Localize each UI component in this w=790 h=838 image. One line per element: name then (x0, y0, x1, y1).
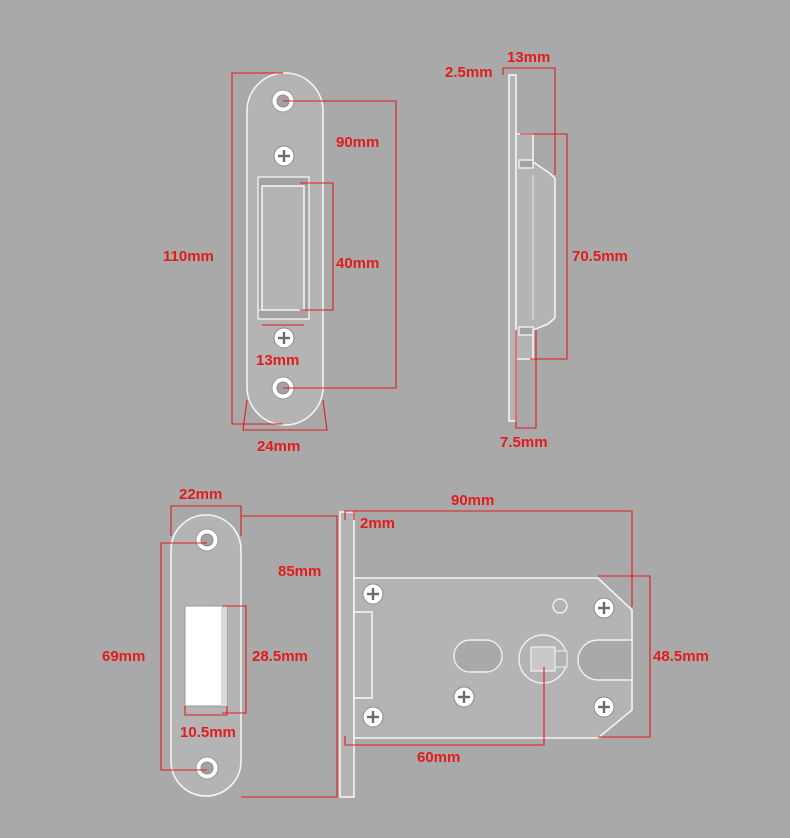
faceplate-front-dimensions (160, 505, 247, 771)
spindle-square (530, 646, 556, 672)
handle-slot (577, 639, 633, 681)
screw-icon (362, 583, 384, 605)
dim-line-22mm (170, 505, 242, 536)
dim-line-70.5mm (520, 133, 568, 360)
dim-line-60mm (344, 667, 545, 746)
dim-line-24mm (242, 399, 328, 431)
screw-icon (273, 327, 295, 349)
latch-bolt-side (353, 611, 373, 699)
dim-line-69mm (160, 542, 207, 771)
label-48.5mm: 48.5mm (653, 648, 709, 665)
strike-plate-side (508, 74, 556, 422)
latch-opening (184, 605, 228, 707)
label-10.5mm: 10.5mm (180, 724, 236, 741)
dim-line-10.5mm (184, 706, 228, 716)
strike-plate-side-plate (508, 74, 517, 422)
dim-line-90mm (283, 100, 397, 389)
label-85mm: 85mm (278, 563, 321, 580)
dim-line-48.5mm (598, 575, 651, 738)
screw-icon (273, 145, 295, 167)
label-90mm-depth: 90mm (451, 492, 494, 509)
label-69mm: 69mm (102, 648, 145, 665)
label-90mm: 90mm (336, 134, 379, 151)
lock-body-side-dimensions (241, 510, 651, 798)
screw-icon (593, 696, 615, 718)
mounting-hole-top-icon (195, 528, 219, 552)
strike-plate-side-dimensions (502, 67, 568, 429)
faceplate-front (170, 514, 242, 797)
label-2.5mm: 2.5mm (445, 64, 493, 81)
lock-faceplate-side (339, 511, 355, 798)
label-40mm: 40mm (336, 255, 379, 272)
strike-plate-opening (261, 185, 305, 311)
strike-plate-side-tab (518, 159, 534, 169)
lock-body-side (339, 511, 633, 798)
dim-line-85mm (241, 515, 338, 798)
pin-hole (552, 598, 568, 614)
cylinder-slot (453, 639, 503, 673)
dim-line-40mm (300, 182, 334, 311)
dim-line-28.5mm (222, 605, 247, 714)
strike-plate-front-dimensions (231, 72, 397, 431)
screw-icon (593, 597, 615, 619)
strike-plate-front (246, 72, 324, 426)
label-22mm: 22mm (179, 486, 222, 503)
label-7.5mm: 7.5mm (500, 434, 548, 451)
dim-line-110mm (231, 72, 283, 425)
label-24mm: 24mm (257, 438, 300, 455)
label-60mm: 60mm (417, 749, 460, 766)
screw-icon (362, 706, 384, 728)
label-70.5mm: 70.5mm (572, 248, 628, 265)
mounting-hole-bottom-icon (195, 756, 219, 780)
dim-line-13mm-depth (509, 67, 556, 175)
label-13mm-depth: 13mm (507, 49, 550, 66)
dim-line-90mm-depth (344, 510, 633, 607)
label-13mm: 13mm (256, 352, 299, 369)
screw-icon (453, 686, 475, 708)
label-28.5mm: 28.5mm (252, 648, 308, 665)
label-2mm: 2mm (360, 515, 395, 532)
strike-plate-side-tab (518, 326, 534, 336)
dim-line-2.5mm (502, 67, 509, 75)
dim-line-7.5mm (515, 330, 537, 429)
label-110mm: 110mm (163, 248, 214, 265)
strike-plate-side-box (515, 133, 556, 360)
